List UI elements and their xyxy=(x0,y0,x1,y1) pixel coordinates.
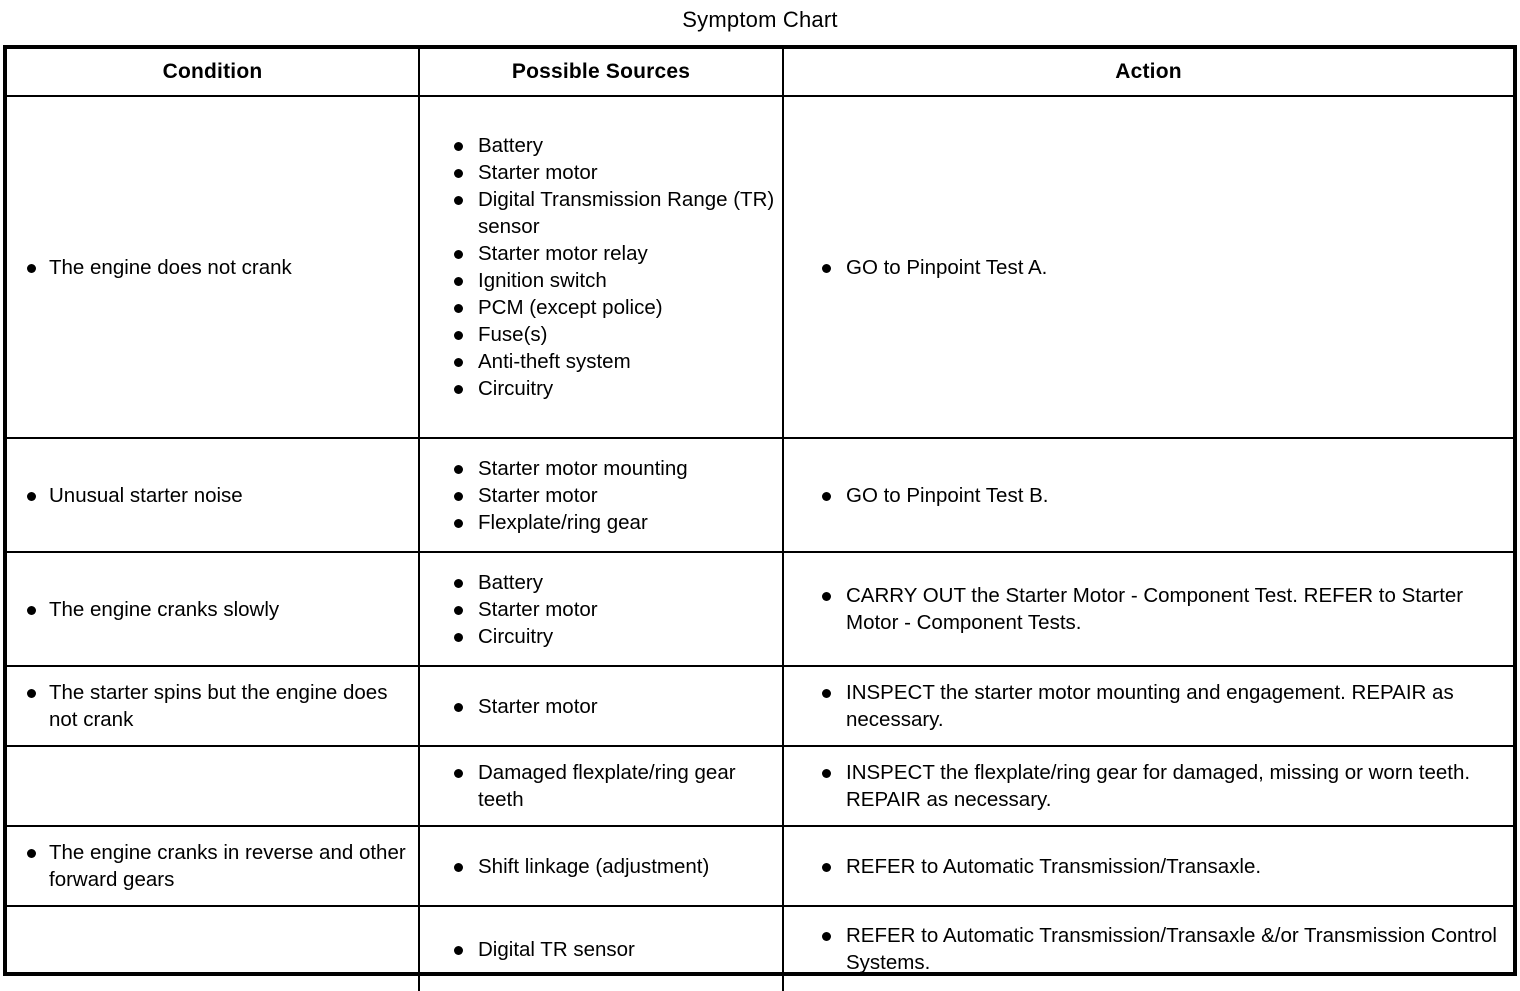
list-item: GO to Pinpoint Test B. xyxy=(784,482,1513,509)
list-item: Digital TR sensor xyxy=(420,936,782,963)
list-item: Starter motor xyxy=(420,482,782,509)
list-item: The engine cranks slowly xyxy=(7,596,418,623)
possible-sources-list: Shift linkage (adjustment) xyxy=(420,853,782,880)
list-item: Starter motor xyxy=(420,693,782,720)
cell-possible-sources: Starter motor xyxy=(418,665,784,747)
symptom-chart-table: Condition Possible Sources Action The en… xyxy=(7,49,1513,991)
action-list: CARRY OUT the Starter Motor - Component … xyxy=(784,582,1513,636)
list-item: Battery xyxy=(420,132,782,159)
list-item: REFER to Automatic Transmission/Transaxl… xyxy=(784,922,1513,976)
list-item: CARRY OUT the Starter Motor - Component … xyxy=(784,582,1513,636)
list-item: The engine cranks in reverse and other f… xyxy=(7,839,418,893)
column-header-action: Action xyxy=(782,49,1513,97)
cell-condition xyxy=(7,745,420,827)
cell-action: GO to Pinpoint Test A. xyxy=(782,95,1513,439)
list-item: Anti-theft system xyxy=(420,348,782,375)
cell-condition: The engine cranks in reverse and other f… xyxy=(7,825,420,907)
action-list: INSPECT the starter motor mounting and e… xyxy=(784,679,1513,733)
list-item: Flexplate/ring gear xyxy=(420,509,782,536)
cell-action: REFER to Automatic Transmission/Transaxl… xyxy=(782,905,1513,991)
possible-sources-list: Damaged flexplate/ring gear teeth xyxy=(420,759,782,813)
cell-action: GO to Pinpoint Test B. xyxy=(782,437,1513,553)
action-list: REFER to Automatic Transmission/Transaxl… xyxy=(784,853,1513,880)
list-item: INSPECT the starter motor mounting and e… xyxy=(784,679,1513,733)
list-item: Unusual starter noise xyxy=(7,482,418,509)
column-header-possible-sources: Possible Sources xyxy=(418,49,784,97)
list-item: Circuitry xyxy=(420,375,782,402)
symptom-chart-table-wrapper: Condition Possible Sources Action The en… xyxy=(3,45,1517,991)
table-header: Condition Possible Sources Action xyxy=(7,49,1513,97)
table-row: The engine cranks in reverse and other f… xyxy=(7,825,1513,907)
cell-action: INSPECT the starter motor mounting and e… xyxy=(782,665,1513,747)
list-item: INSPECT the flexplate/ring gear for dama… xyxy=(784,759,1513,813)
cell-condition: The engine cranks slowly xyxy=(7,551,420,667)
cell-action: INSPECT the flexplate/ring gear for dama… xyxy=(782,745,1513,827)
list-item: Digital Transmission Range (TR) sensor xyxy=(420,186,782,240)
empty-cell xyxy=(7,747,418,825)
list-item: Battery xyxy=(420,569,782,596)
cell-condition: Unusual starter noise xyxy=(7,437,420,553)
action-list: REFER to Automatic Transmission/Transaxl… xyxy=(784,922,1513,976)
cell-action: REFER to Automatic Transmission/Transaxl… xyxy=(782,825,1513,907)
action-list: INSPECT the flexplate/ring gear for dama… xyxy=(784,759,1513,813)
possible-sources-list: Digital TR sensor xyxy=(420,936,782,963)
list-item: Damaged flexplate/ring gear teeth xyxy=(420,759,782,813)
cell-possible-sources: Shift linkage (adjustment) xyxy=(418,825,784,907)
column-header-condition: Condition xyxy=(7,49,420,97)
possible-sources-list: Starter motor xyxy=(420,693,782,720)
condition-list: The starter spins but the engine does no… xyxy=(7,679,418,733)
action-list: GO to Pinpoint Test A. xyxy=(784,254,1513,281)
cell-possible-sources: Damaged flexplate/ring gear teeth xyxy=(418,745,784,827)
list-item: Circuitry xyxy=(420,623,782,650)
cell-condition: The starter spins but the engine does no… xyxy=(7,665,420,747)
table-header-row: Condition Possible Sources Action xyxy=(7,49,1513,97)
list-item: Shift linkage (adjustment) xyxy=(420,853,782,880)
list-item: REFER to Automatic Transmission/Transaxl… xyxy=(784,853,1513,880)
condition-list: The engine cranks in reverse and other f… xyxy=(7,839,418,893)
page-title: Symptom Chart xyxy=(682,7,838,32)
table-row: The starter spins but the engine does no… xyxy=(7,665,1513,747)
action-list: GO to Pinpoint Test B. xyxy=(784,482,1513,509)
list-item: Starter motor mounting xyxy=(420,455,782,482)
list-item: Starter motor relay xyxy=(420,240,782,267)
list-item: Ignition switch xyxy=(420,267,782,294)
list-item: Starter motor xyxy=(420,596,782,623)
cell-condition xyxy=(7,905,420,991)
cell-condition: The engine does not crank xyxy=(7,95,420,439)
list-item: Fuse(s) xyxy=(420,321,782,348)
condition-list: The engine does not crank xyxy=(7,254,418,281)
cell-action: CARRY OUT the Starter Motor - Component … xyxy=(782,551,1513,667)
list-item: GO to Pinpoint Test A. xyxy=(784,254,1513,281)
condition-list: Unusual starter noise xyxy=(7,482,418,509)
list-item: The starter spins but the engine does no… xyxy=(7,679,418,733)
list-item: PCM (except police) xyxy=(420,294,782,321)
cell-possible-sources: Digital TR sensor xyxy=(418,905,784,991)
empty-cell xyxy=(7,907,418,991)
list-item: Starter motor xyxy=(420,159,782,186)
condition-list: The engine cranks slowly xyxy=(7,596,418,623)
list-item: The engine does not crank xyxy=(7,254,418,281)
